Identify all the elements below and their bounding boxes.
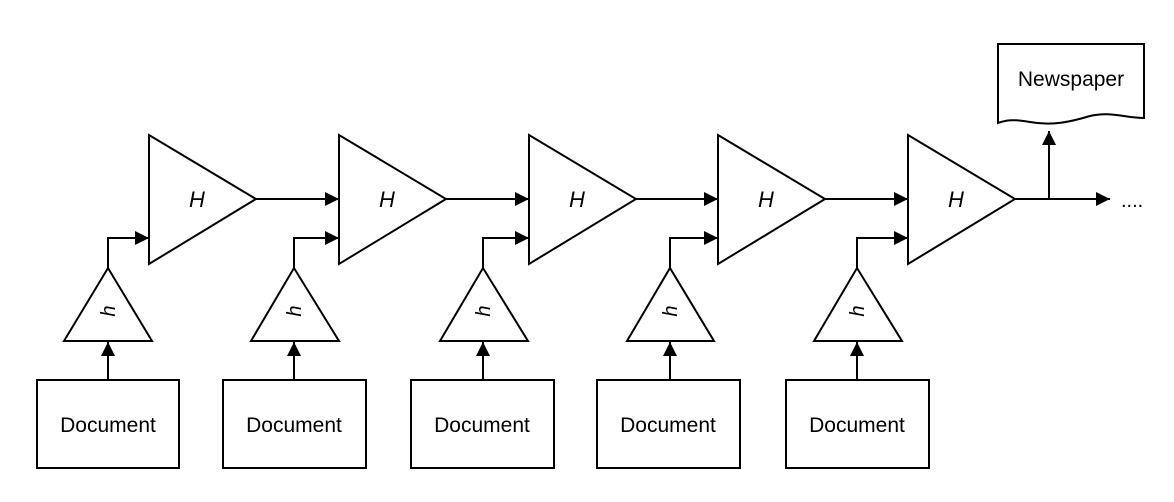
local-to-global-arrow bbox=[482, 231, 529, 268]
local-hash-label: h bbox=[98, 305, 120, 316]
local-hash-triangle bbox=[62, 266, 154, 342]
global-hash-triangle bbox=[338, 133, 448, 266]
document-box bbox=[596, 379, 741, 469]
document-label: Document bbox=[246, 414, 342, 437]
local-hash-triangle bbox=[625, 266, 716, 342]
global-hash-label: H bbox=[379, 187, 395, 212]
local-hash-label: h bbox=[473, 305, 495, 316]
newspaper-document-shape bbox=[997, 43, 1145, 125]
document-box bbox=[785, 379, 930, 469]
global-hash-label: H bbox=[189, 187, 205, 212]
document-label: Document bbox=[620, 414, 716, 437]
document-label: Document bbox=[434, 414, 530, 437]
stage-1: Document h H bbox=[36, 133, 339, 469]
newspaper-label: Newspaper bbox=[1018, 68, 1124, 91]
global-hash-triangle bbox=[907, 133, 1017, 266]
global-hash-label: H bbox=[569, 187, 585, 212]
document-label: Document bbox=[60, 414, 156, 437]
global-hash-triangle bbox=[148, 133, 258, 266]
global-hash-triangle bbox=[528, 133, 638, 266]
local-to-global-arrow bbox=[293, 231, 339, 268]
stage-2: Document h H bbox=[222, 133, 529, 469]
local-to-global-arrow bbox=[856, 231, 908, 268]
local-hash-triangle bbox=[249, 266, 341, 342]
continuation-ellipsis: .... bbox=[1121, 190, 1143, 212]
local-to-global-arrow bbox=[107, 231, 149, 268]
document-box bbox=[410, 379, 555, 469]
document-box bbox=[36, 379, 180, 469]
stage-4: Document h H bbox=[596, 133, 908, 469]
global-hash-triangle bbox=[717, 133, 827, 266]
stage-3: Document h H bbox=[410, 133, 718, 469]
local-hash-triangle bbox=[812, 266, 904, 342]
local-hash-label: h bbox=[847, 305, 869, 316]
global-hash-label: H bbox=[948, 187, 964, 212]
global-hash-label: H bbox=[758, 187, 774, 212]
document-box bbox=[222, 379, 367, 469]
local-to-global-arrow bbox=[669, 231, 718, 268]
local-hash-triangle bbox=[438, 266, 530, 342]
stage-5: Document h H bbox=[785, 133, 1017, 469]
document-label: Document bbox=[809, 414, 905, 437]
local-hash-label: h bbox=[284, 305, 306, 316]
local-hash-label: h bbox=[660, 305, 682, 316]
